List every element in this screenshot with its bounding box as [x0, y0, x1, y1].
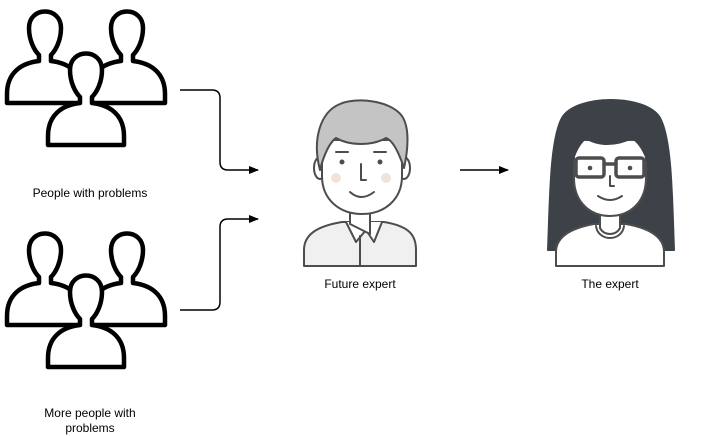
woman-with-glasses-avatar-icon — [547, 99, 675, 267]
man-avatar-icon — [303, 99, 417, 267]
group-top-label: People with problems — [32, 186, 148, 200]
connector-bottom — [180, 215, 259, 311]
group-bottom-label: More people with problems — [44, 406, 136, 435]
people-group-icon — [7, 12, 165, 146]
connector-top — [180, 89, 259, 174]
future-expert-label: Future expert — [324, 277, 396, 291]
expert-label: The expert — [581, 277, 639, 291]
people-group-icon — [7, 234, 165, 368]
